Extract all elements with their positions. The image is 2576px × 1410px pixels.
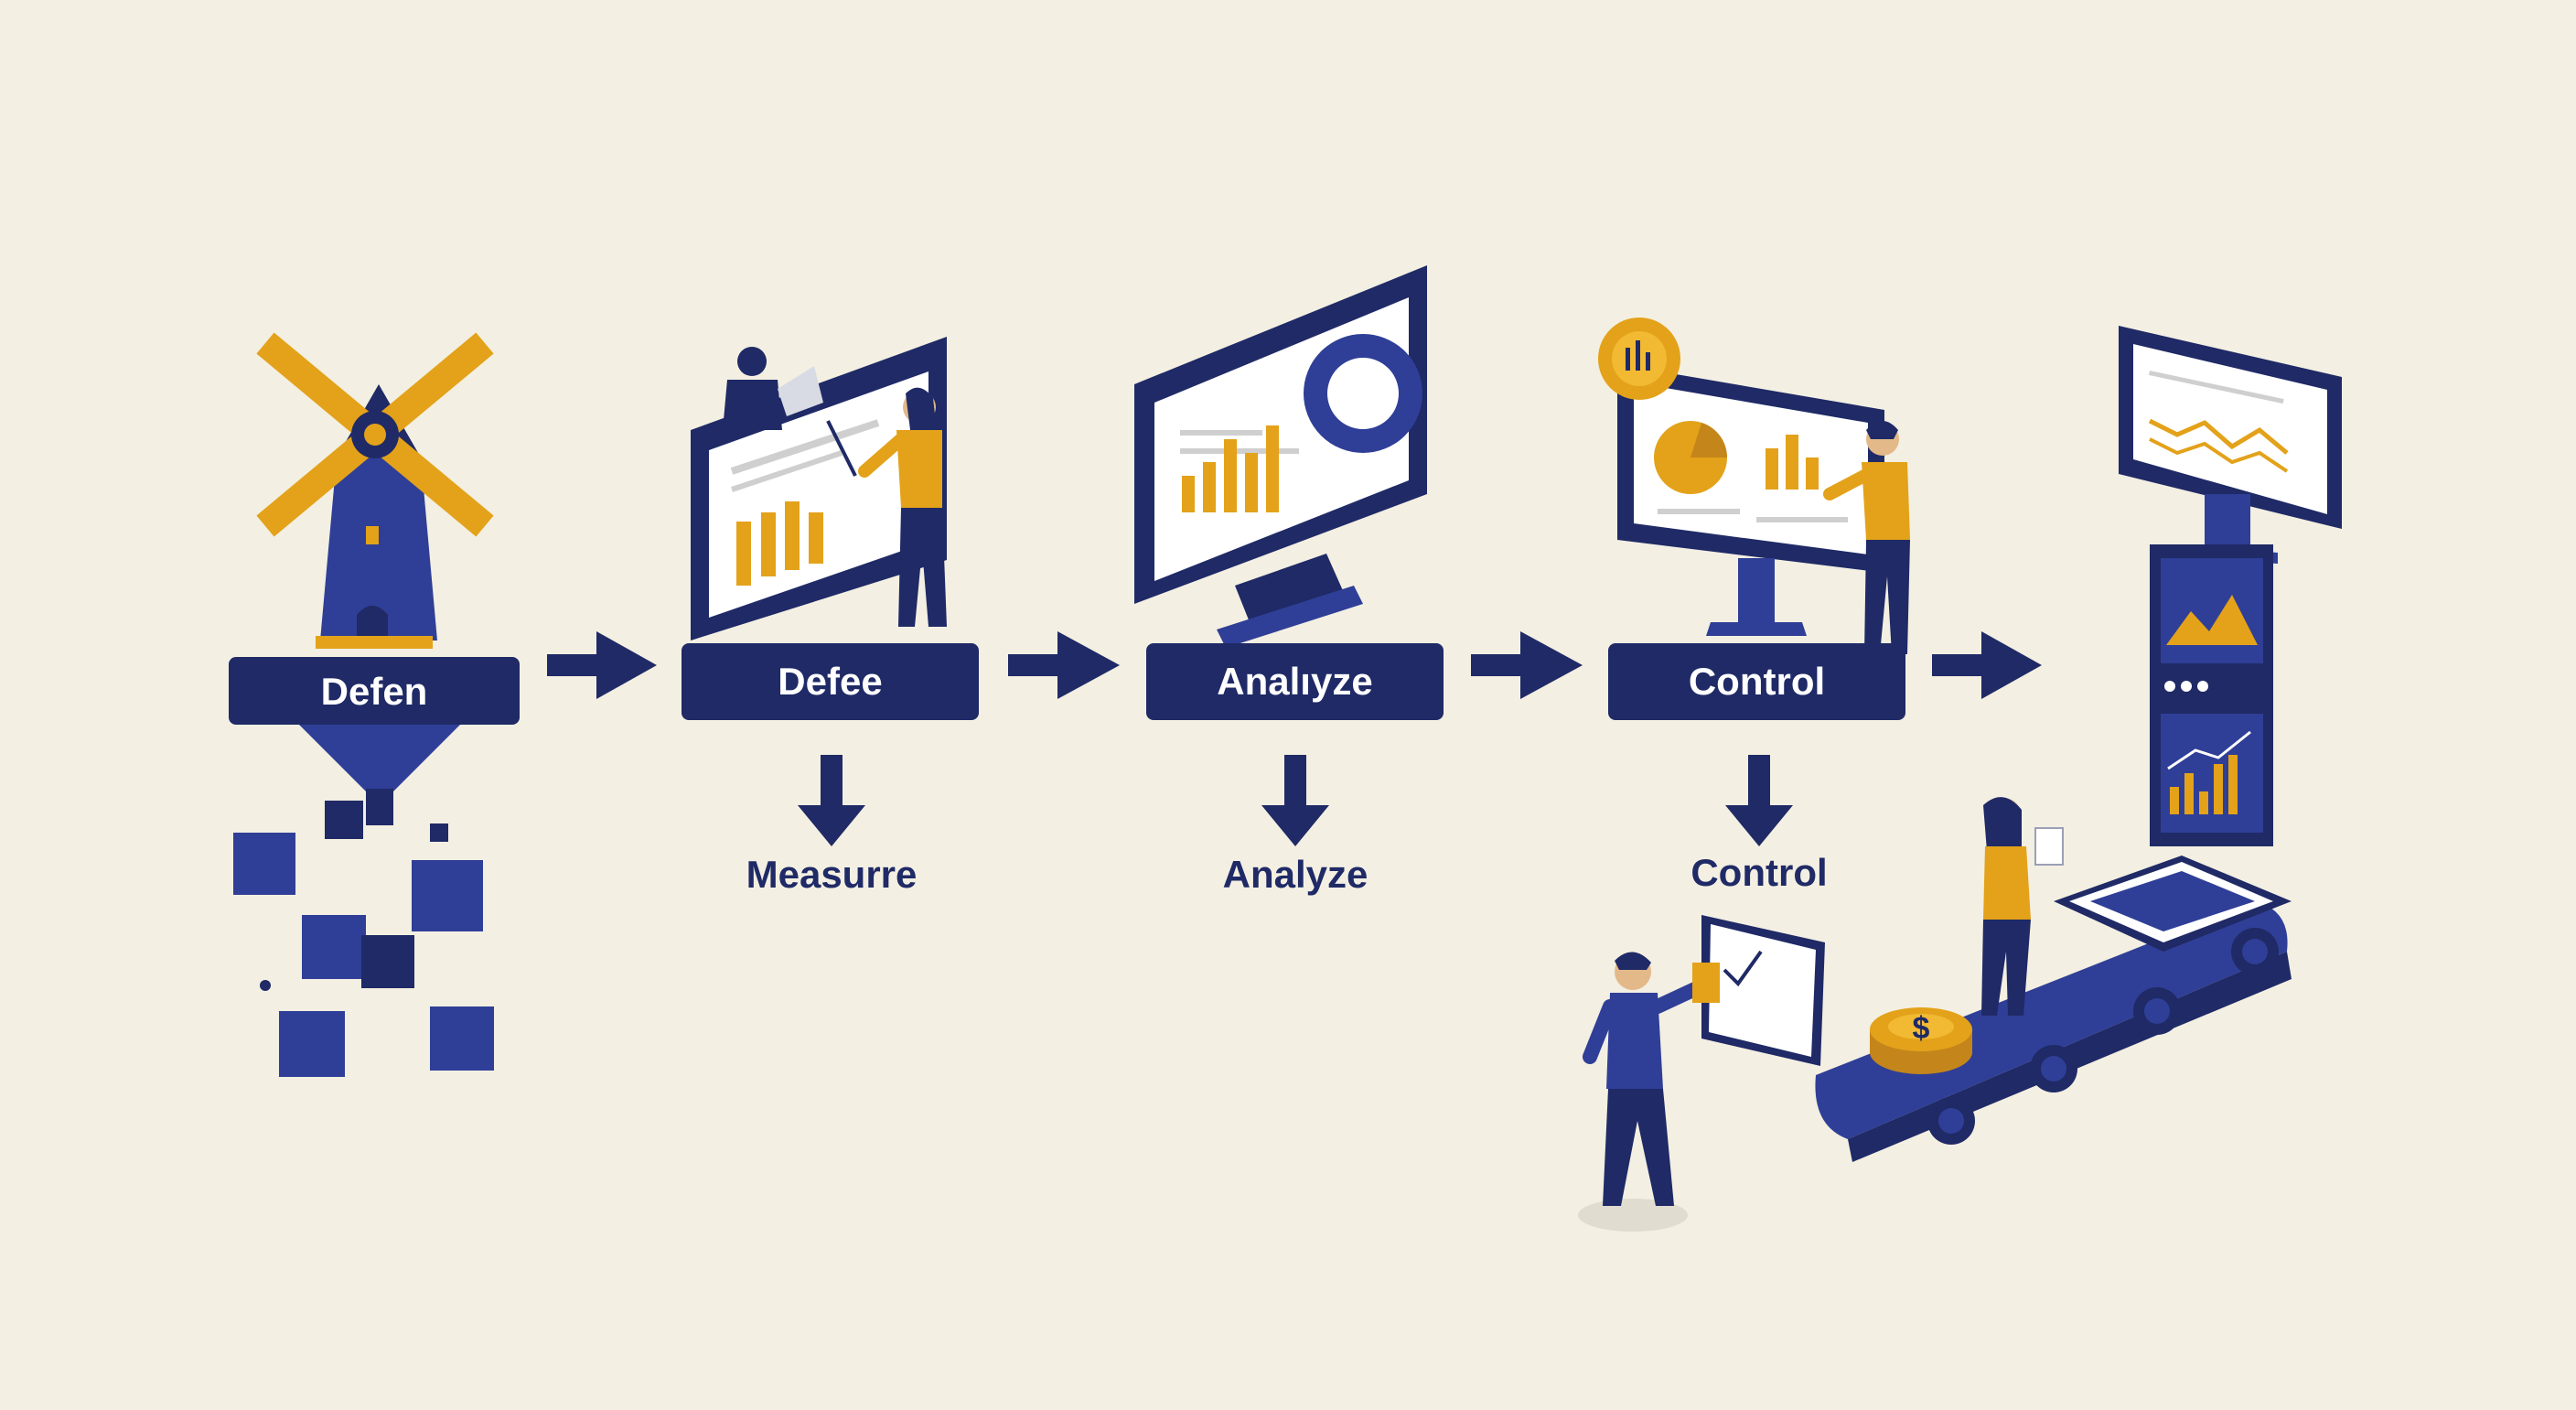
cubes-icon	[233, 801, 494, 1077]
arrow-right-2	[1008, 631, 1120, 699]
arrow-right-1	[547, 631, 657, 699]
step-label-3: Analıyze	[1146, 657, 1444, 706]
arrow-down-2	[1261, 755, 1329, 846]
arrow-down-3	[1725, 755, 1793, 846]
coin-dollar-symbol: $	[1913, 1011, 1930, 1046]
person-man-icon	[1578, 952, 1720, 1232]
monitor-chart-icon	[1134, 265, 1427, 648]
sub-step-label-3: Control	[1622, 847, 1896, 899]
dashboard-tower-icon	[2119, 326, 2342, 846]
step-label-2: Defee	[682, 657, 979, 706]
arrow-right-4	[1932, 631, 2042, 699]
step-label-1: Defen	[229, 669, 520, 715]
sub-step-label-1: Measurre	[694, 849, 969, 900]
arrow-right-3	[1471, 631, 1583, 699]
arrow-down-1	[798, 755, 865, 846]
windmill-icon	[265, 343, 485, 649]
funnel-icon	[297, 723, 462, 825]
clipboard-board-icon	[1701, 915, 1825, 1066]
monitor-team-icon	[691, 337, 947, 640]
step-label-4: Control	[1608, 657, 1905, 706]
sub-step-label-2: Analyze	[1158, 849, 1433, 900]
monitor-presenter-icon	[1598, 318, 1910, 654]
